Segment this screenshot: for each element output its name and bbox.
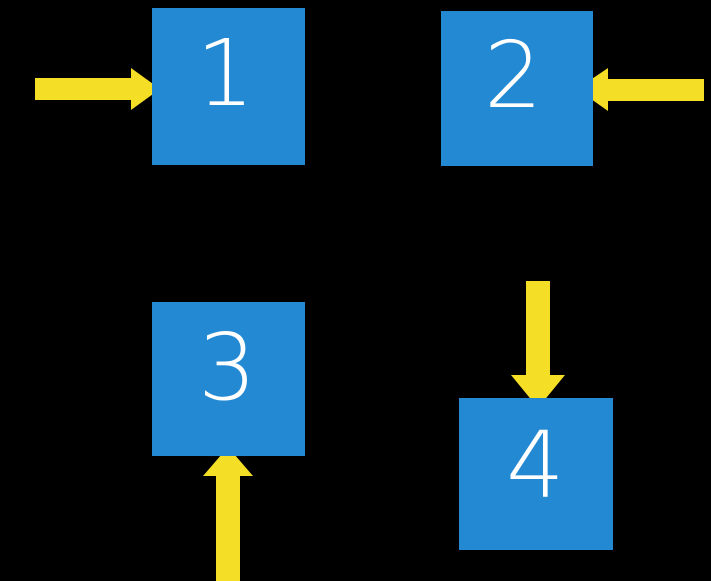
node-box-3[interactable]: [152, 302, 305, 456]
node-box-2[interactable]: [441, 11, 593, 166]
node-label-1: 1: [196, 20, 255, 127]
node-box-4[interactable]: [459, 398, 613, 550]
arrow-left-into-node-2: [577, 66, 705, 113]
arrow-down-into-node-4: [510, 281, 566, 409]
node-label-2: 2: [484, 22, 543, 129]
node-box-1[interactable]: [152, 8, 305, 165]
node-label-4: 4: [506, 412, 565, 519]
arrow-right-into-node-1: [35, 66, 161, 112]
node-label-3: 3: [198, 314, 257, 421]
arrow-up-into-node-3: [202, 447, 254, 581]
